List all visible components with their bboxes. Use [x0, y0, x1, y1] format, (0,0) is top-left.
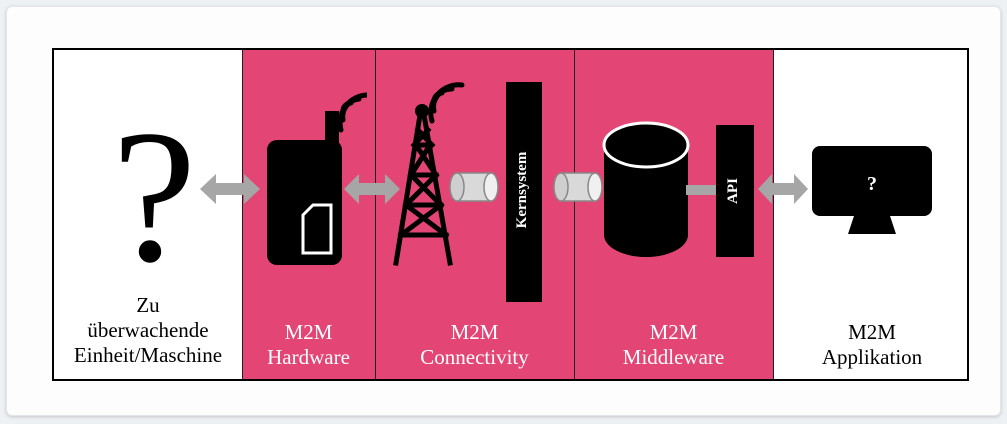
column-application: ?	[773, 50, 967, 379]
title-line: überwachende	[87, 318, 209, 342]
api-bar	[716, 125, 754, 257]
core-system-bar	[506, 82, 542, 302]
title-line: Hardware	[267, 345, 350, 369]
m2m-architecture-diagram: ? Zu überwachende Einheit/Maschine	[52, 48, 969, 381]
column-unit: ? Zu überwachende Einheit/Maschine	[54, 50, 242, 379]
column-hardware-title: M2M Hardware	[242, 320, 375, 370]
question-mark-icon: ?	[112, 92, 197, 302]
monitor-question-mark: ?	[867, 173, 877, 195]
title-line: Middleware	[622, 345, 725, 369]
title-line: Connectivity	[420, 345, 529, 369]
column-middleware: API	[553, 50, 773, 379]
title-line: M2M	[848, 320, 896, 344]
core-system-label: Kernsystem	[514, 151, 530, 229]
title-line: M2M	[284, 320, 333, 344]
title-line: M2M	[649, 320, 698, 344]
signal-waves-icon	[337, 92, 367, 133]
title-line: Einheit/Maschine	[73, 343, 223, 367]
diagram-card: ? Zu überwachende Einheit/Maschine	[6, 6, 1001, 416]
signal-waves-icon	[428, 82, 465, 124]
api-label: API	[725, 178, 741, 204]
title-line: M2M	[450, 320, 499, 344]
column-connectivity: Kernsystem	[375, 50, 574, 379]
column-middleware-title: M2M Middleware	[574, 320, 773, 370]
title-line: Applikation	[821, 345, 923, 369]
database-icon	[602, 121, 690, 257]
monitor-icon: ?	[812, 146, 932, 234]
double-arrow-icon	[200, 174, 260, 204]
connector-line	[686, 185, 718, 195]
title-line: Zu	[136, 293, 160, 317]
column-connectivity-title: M2M Connectivity	[375, 320, 574, 370]
double-arrow-icon	[758, 174, 808, 204]
pipe-connector-icon	[553, 172, 603, 202]
mobile-device-icon	[267, 92, 367, 265]
column-hardware	[242, 50, 375, 379]
radio-tower-icon	[393, 82, 465, 266]
double-arrow-icon	[344, 174, 400, 204]
sim-card-icon	[301, 203, 333, 255]
column-unit-title: Zu überwachende Einheit/Maschine	[54, 293, 242, 368]
column-application-title: M2M Applikation	[773, 320, 967, 370]
pipe-connector-icon	[449, 172, 499, 202]
